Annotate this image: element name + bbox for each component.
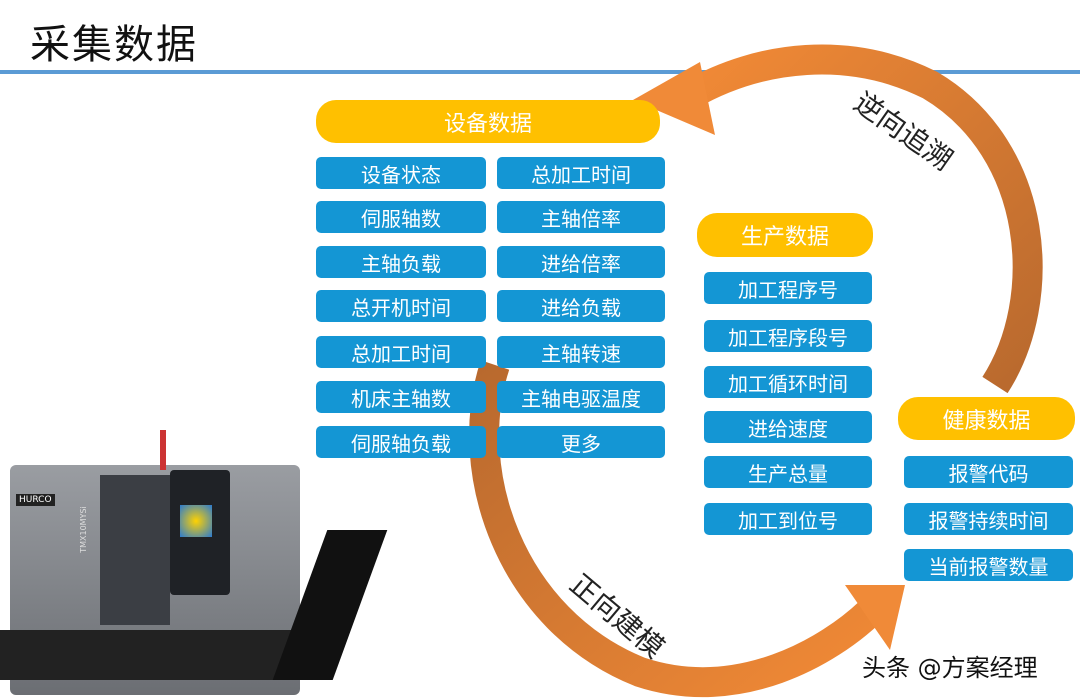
equipment-data-item: 主轴转速	[497, 336, 665, 368]
equipment-data-item: 总加工时间	[497, 157, 665, 189]
equipment-data-item: 更多	[497, 426, 665, 458]
watermark: 头条 @方案经理	[862, 654, 1038, 682]
production-data-item: 加工程序段号	[704, 320, 872, 352]
equipment-data-item: 机床主轴数	[316, 381, 486, 413]
forward-arrow	[469, 360, 905, 698]
health-data-item: 当前报警数量	[904, 549, 1073, 581]
machine-model: TMX10MYSi	[78, 506, 88, 553]
health-data-header: 健康数据	[898, 397, 1075, 440]
equipment-data-item: 伺服轴数	[316, 201, 486, 233]
equipment-data-header: 设备数据	[316, 100, 660, 143]
equipment-data-item: 进给倍率	[497, 246, 665, 278]
equipment-data-item: 总加工时间	[316, 336, 486, 368]
title-divider	[0, 70, 1080, 74]
equipment-data-item: 进给负载	[497, 290, 665, 322]
production-data-item: 加工程序号	[704, 272, 872, 304]
production-data-item: 加工到位号	[704, 503, 872, 535]
equipment-data-item: 总开机时间	[316, 290, 486, 322]
equipment-data-item: 主轴倍率	[497, 201, 665, 233]
cnc-machine-image: HURCO TMX10MYSi	[0, 430, 400, 698]
equipment-data-item: 主轴负载	[316, 246, 486, 278]
production-data-item: 加工循环时间	[704, 366, 872, 398]
equipment-data-item: 设备状态	[316, 157, 486, 189]
machine-brand: HURCO	[16, 494, 55, 506]
health-data-item: 报警持续时间	[904, 503, 1073, 535]
equipment-data-item: 伺服轴负载	[316, 426, 486, 458]
reverse-arrow	[633, 44, 1043, 394]
production-data-header: 生产数据	[697, 213, 873, 257]
production-data-item: 生产总量	[704, 456, 872, 488]
health-data-item: 报警代码	[904, 456, 1073, 488]
page-title: 采集数据	[30, 22, 198, 68]
equipment-data-item: 主轴电驱温度	[497, 381, 665, 413]
production-data-item: 进给速度	[704, 411, 872, 443]
